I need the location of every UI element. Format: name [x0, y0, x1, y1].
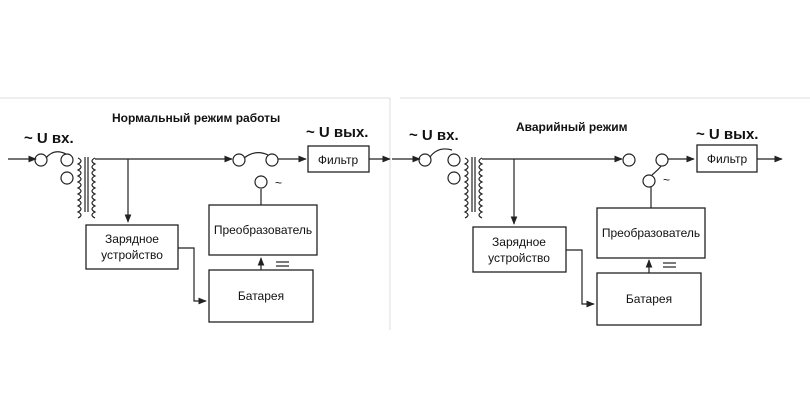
- right-input-label: ~ U вх.: [409, 127, 459, 144]
- right-input-switch-arc: [429, 148, 453, 158]
- left-input-contact-2: [60, 153, 74, 167]
- right-ac-symbol: ~: [663, 173, 670, 187]
- left-battery-label: Батарея: [238, 289, 284, 303]
- left-bypass-contact-1: [232, 153, 246, 167]
- left-input-contact-3: [60, 171, 74, 185]
- left-charger-to-battery: [178, 247, 207, 305]
- right-bypass-contact-1: [622, 153, 636, 167]
- left-charger-block: [85, 224, 179, 270]
- left-charger-label-2: устройство: [101, 248, 163, 262]
- right-panel-title: Аварийный режим: [516, 120, 628, 134]
- left-transformer: [76, 157, 97, 219]
- left-converter-label: Преобразователь: [214, 223, 312, 237]
- left-converter-contact: [254, 175, 268, 189]
- right-charger-label-1: Зарядное: [492, 235, 546, 249]
- left-battery-block: [208, 269, 314, 323]
- right-panel: Аварийный режим ~ U вх. ~ U вых. Фильтр …: [392, 120, 783, 326]
- left-input-label: ~ U вх.: [24, 130, 74, 147]
- right-charger-block: [472, 226, 567, 273]
- right-transformer: [463, 157, 484, 219]
- right-converter-block: [596, 207, 706, 259]
- right-input-contact-3: [447, 171, 461, 185]
- left-bypass-contact-2: [265, 153, 279, 167]
- left-panel: Нормальный режим работы ~ U вх. ~ U вых.…: [8, 111, 391, 323]
- left-converter-block: [208, 204, 318, 256]
- right-converter-switch-arm: [651, 165, 662, 176]
- left-ac-symbol: ~: [275, 176, 282, 190]
- right-filter-label: Фильтр: [707, 152, 748, 166]
- left-output-label: ~ U вых.: [306, 124, 368, 141]
- left-charger-label-1: Зарядное: [105, 232, 159, 246]
- right-converter-contact: [642, 174, 656, 188]
- right-charger-label-2: устройство: [488, 251, 550, 265]
- left-filter-label: Фильтр: [318, 153, 359, 167]
- left-bypass-switch: [243, 152, 269, 159]
- right-input-contact: [418, 153, 432, 167]
- right-bypass-contact-2: [655, 153, 669, 167]
- right-battery-block: [596, 272, 702, 326]
- right-converter-label: Преобразователь: [602, 226, 700, 240]
- right-input-contact-2: [447, 153, 461, 167]
- left-input-switch-arc: [45, 151, 67, 159]
- right-battery-label: Батарея: [626, 292, 672, 306]
- right-charger-to-battery: [566, 249, 595, 308]
- left-panel-title: Нормальный режим работы: [112, 111, 280, 125]
- left-input-contact: [34, 153, 48, 167]
- right-output-label: ~ U вых.: [696, 126, 758, 143]
